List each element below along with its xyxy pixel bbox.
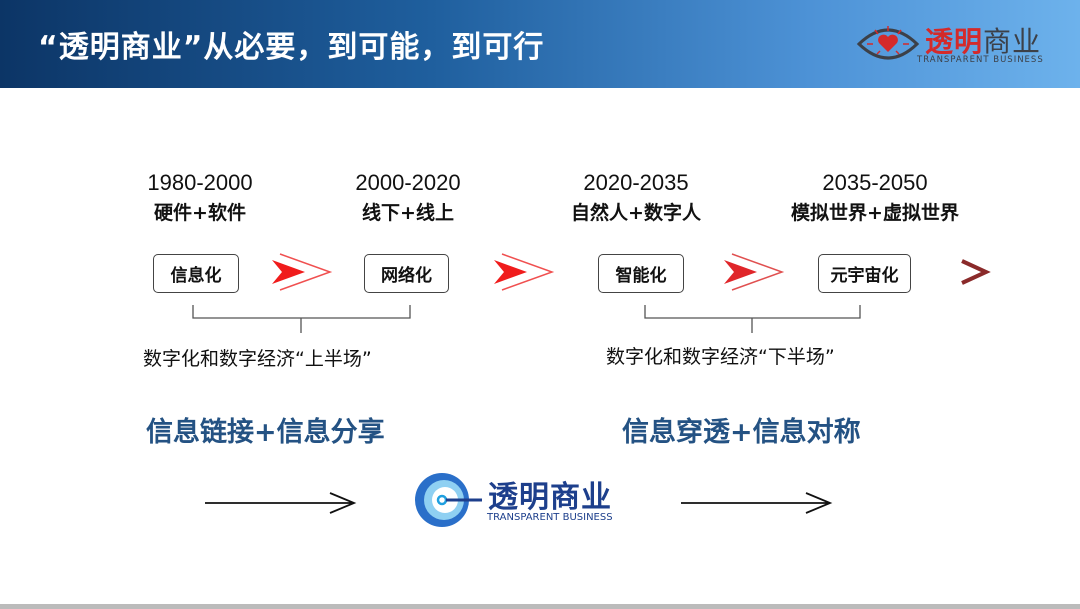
center-logo: 透明商业 TRANSPARENT BUSINESS <box>412 470 632 530</box>
chevron-arrow-icon <box>272 253 333 291</box>
era-years: 2020-2035 <box>583 170 689 195</box>
brace-first-half <box>192 305 411 333</box>
stage-box: 智能化 <box>598 254 684 293</box>
arrow-right-icon <box>681 492 833 514</box>
slide-header: “透明商业”从必要，到可能，到可行 透明商业 TRANSPARENT BUSIN… <box>0 0 1080 88</box>
logo-red-text: 透明 <box>925 25 984 58</box>
header-logo-text: 透明商业 <box>925 20 1041 60</box>
era-subtitle: 模拟世界+虚拟世界 <box>791 202 959 224</box>
center-logo-english: TRANSPARENT BUSINESS <box>487 512 613 523</box>
era-years: 2035-2050 <box>822 170 928 195</box>
timeline-arrowhead-icon <box>961 259 991 285</box>
c-logo-icon <box>415 473 482 527</box>
era-years: 1980-2000 <box>147 170 253 195</box>
brace-second-half <box>644 305 861 333</box>
eye-heart-icon <box>856 26 920 60</box>
era-subtitle: 硬件+软件 <box>154 202 246 224</box>
center-logo-text: 透明商业 <box>488 480 612 515</box>
slide-title: “透明商业”从必要，到可能，到可行 <box>38 30 545 65</box>
stage-box: 信息化 <box>153 254 239 293</box>
theme-second: 信息穿透+信息对称 <box>622 417 861 448</box>
stage-box: 元宇宙化 <box>818 254 911 293</box>
second-half-label: 数字化和数字经济“下半场” <box>606 346 835 368</box>
theme-first: 信息链接+信息分享 <box>146 417 385 448</box>
era-2: 2000-2020 线下+线上 <box>288 170 528 225</box>
header-logo: 透明商业 TRANSPARENT BUSINESS <box>855 20 1055 70</box>
chevron-arrow-icon <box>724 253 785 291</box>
stage-box: 网络化 <box>364 254 449 293</box>
slide-bottom-border <box>0 604 1080 609</box>
chevron-arrow-icon <box>494 253 555 291</box>
header-logo-english: TRANSPARENT BUSINESS <box>917 55 1044 65</box>
era-3: 2020-2035 自然人+数字人 <box>516 170 756 225</box>
era-4: 2035-2050 模拟世界+虚拟世界 <box>755 170 995 225</box>
arrow-right-icon <box>205 492 357 514</box>
first-half-label: 数字化和数字经济“上半场” <box>143 348 372 370</box>
era-subtitle: 自然人+数字人 <box>571 202 701 224</box>
logo-dark-text: 商业 <box>983 25 1042 58</box>
era-years: 2000-2020 <box>355 170 461 195</box>
era-subtitle: 线下+线上 <box>362 202 454 224</box>
era-1: 1980-2000 硬件+软件 <box>80 170 320 225</box>
